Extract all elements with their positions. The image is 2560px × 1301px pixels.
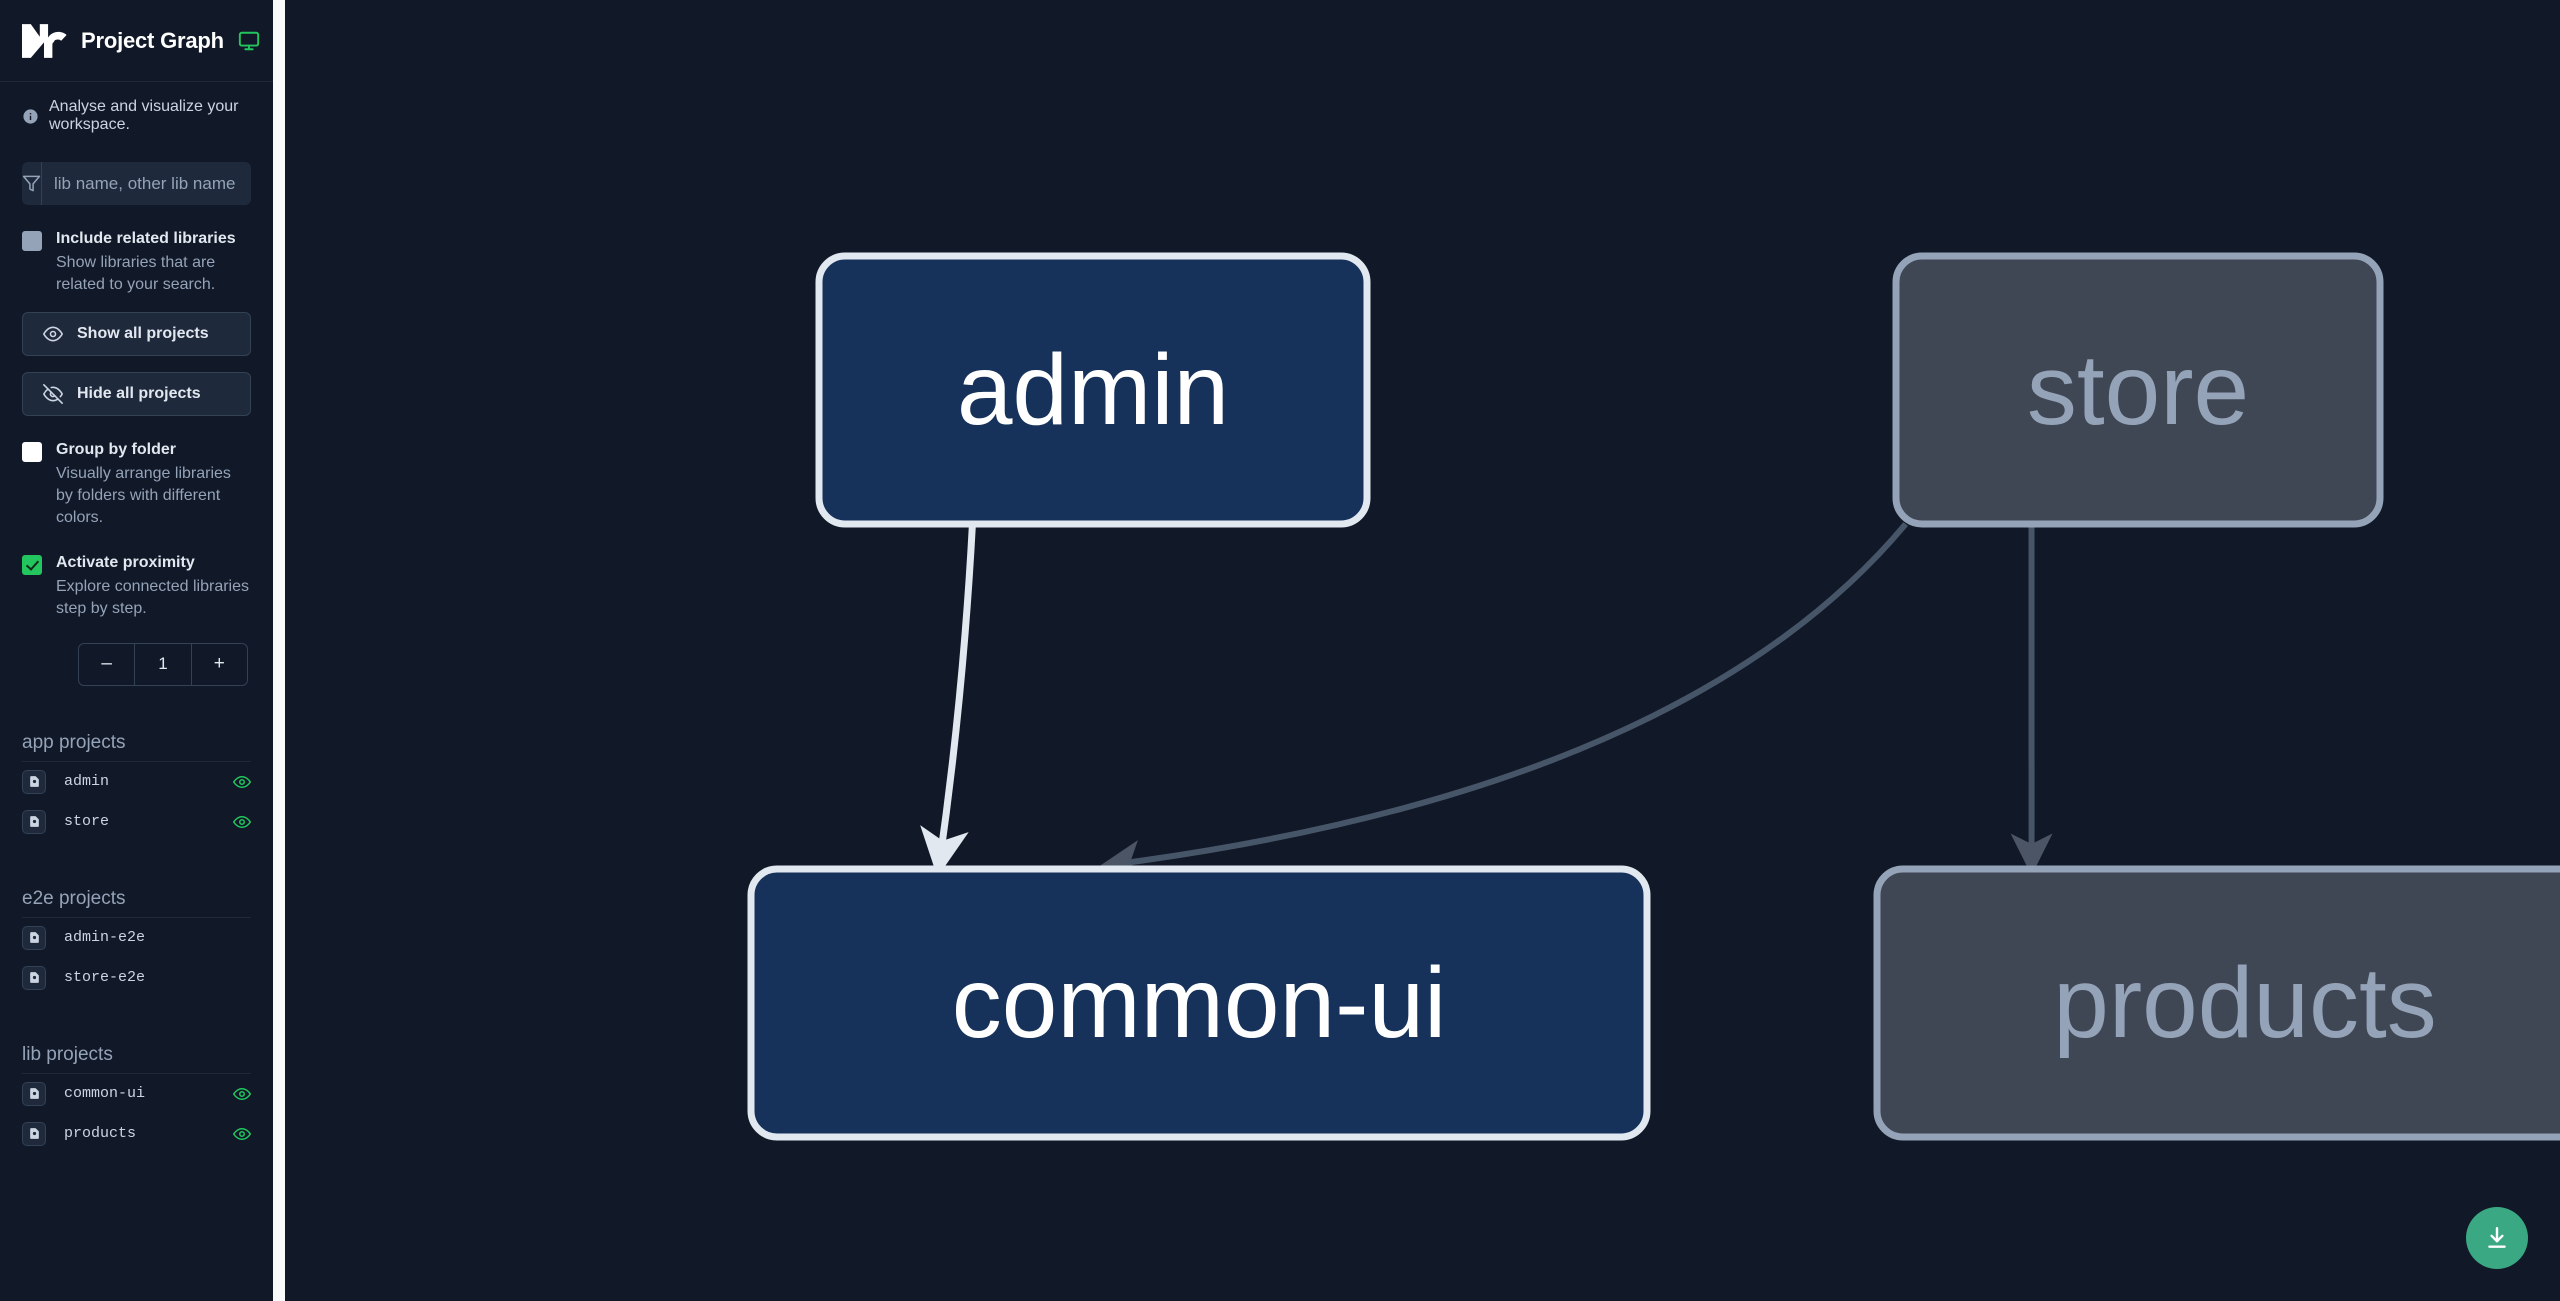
tagline: Analyse and visualize your workspace. <box>0 82 273 148</box>
activate-proximity-description: Explore connected libraries step by step… <box>56 578 249 618</box>
project-visibility-eye-icon[interactable] <box>233 813 251 831</box>
download-icon <box>2488 1227 2506 1248</box>
group-app-projects: app projects admin store <box>22 732 251 842</box>
eye-off-icon <box>43 384 63 405</box>
project-row-common-ui[interactable]: common-ui <box>22 1074 251 1114</box>
graph-edge-store-to-common-ui <box>1098 522 1908 882</box>
graph-canvas[interactable]: admin store common-ui products <box>285 0 2560 1301</box>
sidebar-body: Include related libraries Show libraries… <box>0 162 273 1154</box>
project-file-icon <box>22 965 46 990</box>
hide-all-projects-button[interactable]: Hide all projects <box>22 372 251 417</box>
download-graph-button[interactable] <box>2466 1207 2528 1269</box>
include-related-label: Include related libraries <box>56 230 236 247</box>
project-row-store-e2e[interactable]: store-e2e <box>22 958 251 998</box>
funnel-icon <box>22 175 41 192</box>
option-include-related-libraries[interactable]: Include related libraries Show libraries… <box>22 229 251 296</box>
group-title-lib-projects: lib projects <box>22 1044 251 1074</box>
group-title-app-projects: app projects <box>22 732 251 762</box>
project-row-admin-e2e[interactable]: admin-e2e <box>22 918 251 958</box>
project-name: products <box>64 1125 137 1143</box>
search-input[interactable] <box>42 162 251 205</box>
sidebar-header: Project Graph <box>0 0 273 82</box>
project-file-icon <box>22 1081 46 1106</box>
include-related-description: Show libraries that are related to your … <box>56 254 216 294</box>
include-related-checkbox[interactable] <box>22 231 42 251</box>
project-row-store[interactable]: store <box>22 802 251 842</box>
option-activate-proximity[interactable]: Activate proximity Explore connected lib… <box>22 553 251 620</box>
project-file-icon <box>22 769 46 794</box>
proximity-decrement-button[interactable]: – <box>101 653 112 675</box>
graph-node-box <box>815 252 1371 528</box>
project-name: admin-e2e <box>64 929 146 947</box>
filter-icon-box <box>22 162 42 205</box>
project-graph-svg: admin store common-ui products <box>747 252 2560 1141</box>
eye-icon <box>43 326 63 342</box>
project-name: admin <box>64 773 110 791</box>
project-file-icon <box>22 1121 46 1146</box>
graph-node-products[interactable]: products <box>1873 865 2560 1141</box>
group-by-folder-description: Visually arrange libraries by folders wi… <box>56 465 231 527</box>
node-layer: admin store common-ui products <box>747 252 2560 1141</box>
project-visibility-eye-icon[interactable] <box>233 773 251 791</box>
project-file-icon <box>22 925 46 950</box>
graph-node-box <box>1873 865 2560 1141</box>
group-by-folder-checkbox[interactable] <box>22 442 42 463</box>
show-all-projects-button[interactable]: Show all projects <box>22 312 251 357</box>
search-row <box>22 162 251 205</box>
project-file-icon <box>22 809 46 834</box>
project-name: store-e2e <box>64 969 146 987</box>
proximity-value: 1 <box>134 643 190 685</box>
monitor-icon[interactable] <box>238 30 260 52</box>
graph-node-box <box>747 865 1651 1141</box>
project-row-admin[interactable]: admin <box>22 762 251 802</box>
project-visibility-eye-icon[interactable] <box>233 1125 251 1143</box>
graph-node-label: common-ui <box>952 947 1447 1059</box>
project-name: store <box>64 813 110 831</box>
project-row-products[interactable]: products <box>22 1114 251 1154</box>
edge-layer <box>920 522 2053 882</box>
show-all-projects-label: Show all projects <box>77 325 209 343</box>
group-e2e-projects: e2e projects admin-e2e store-e2e <box>22 888 251 998</box>
info-icon <box>23 108 38 124</box>
graph-node-store[interactable]: store <box>1892 252 2384 528</box>
nx-logo-icon <box>22 23 67 58</box>
sidebar-divider[interactable] <box>273 0 285 1301</box>
graph-node-label: products <box>2053 947 2437 1059</box>
option-group-by-folder[interactable]: Group by folder Visually arrange librari… <box>22 440 251 529</box>
graph-node-label: admin <box>957 334 1229 446</box>
proximity-stepper: – 1 + <box>78 642 248 686</box>
project-name: common-ui <box>64 1085 146 1103</box>
project-visibility-eye-icon[interactable] <box>233 1085 251 1103</box>
tagline-text: Analyse and visualize your workspace. <box>49 98 239 133</box>
group-title-e2e-projects: e2e projects <box>22 888 251 918</box>
graph-node-box <box>1892 252 2384 528</box>
graph-node-common-ui[interactable]: common-ui <box>747 865 1651 1141</box>
proximity-increment-button[interactable]: + <box>190 643 247 685</box>
page-title: Project Graph <box>81 27 224 53</box>
sidebar: Project Graph Analyse and visualize your… <box>0 0 273 1301</box>
graph-edge-admin-to-common-ui <box>920 523 976 878</box>
group-by-folder-label: Group by folder <box>56 441 176 459</box>
hide-all-projects-label: Hide all projects <box>77 385 201 403</box>
graph-node-admin[interactable]: admin <box>815 252 1371 528</box>
activate-proximity-checkbox[interactable] <box>22 555 42 576</box>
graph-node-label: store <box>2027 334 2249 446</box>
activate-proximity-label: Activate proximity <box>56 554 195 572</box>
group-lib-projects: lib projects common-ui products <box>22 1044 251 1154</box>
